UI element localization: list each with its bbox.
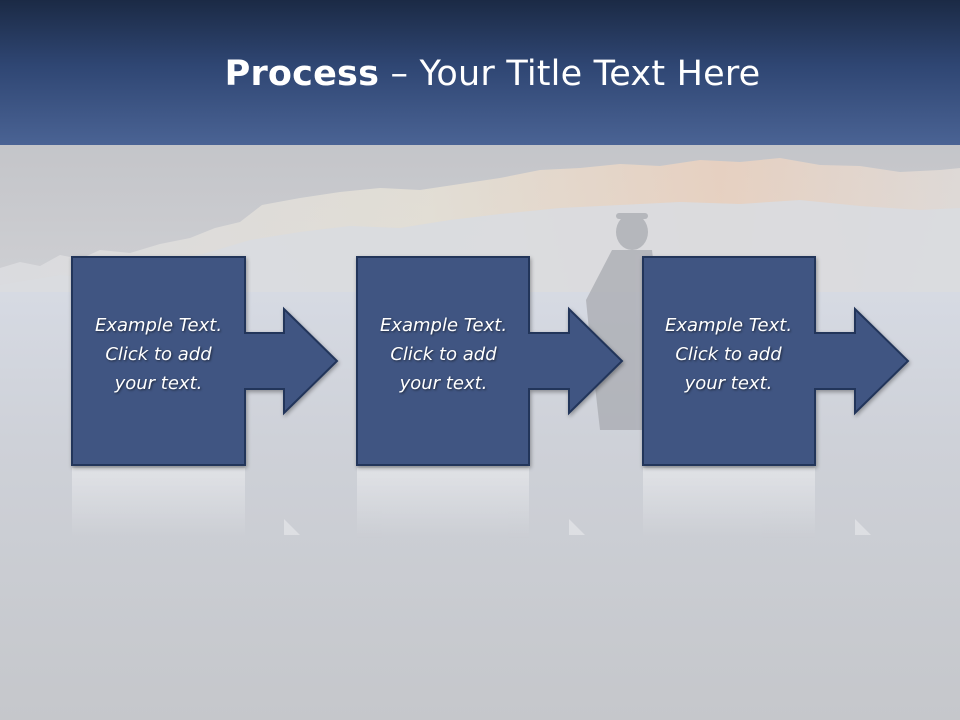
- step-3-arrow-box[interactable]: [642, 256, 910, 466]
- step-2-text[interactable]: Example Text. Click to add your text.: [356, 311, 531, 398]
- step-1-line-2: Click to add: [105, 344, 212, 365]
- step-reflections: [72, 468, 871, 538]
- step-3-line-3: your text.: [684, 373, 773, 394]
- slide-title[interactable]: Process – Your Title Text Here: [0, 52, 960, 96]
- step-1-line-3: your text.: [114, 373, 203, 394]
- step-1-arrow-box[interactable]: [71, 256, 339, 466]
- title-bold-text: Process: [224, 54, 380, 94]
- step-2-line-3: your text.: [399, 373, 488, 394]
- step-1-line-1: Example Text.: [94, 315, 223, 336]
- step-3-line-1: Example Text.: [664, 315, 793, 336]
- step-2-line-2: Click to add: [390, 344, 497, 365]
- step-2-line-1: Example Text.: [379, 315, 508, 336]
- title-rest-text: – Your Title Text Here: [379, 54, 761, 94]
- step-3-line-2: Click to add: [675, 344, 782, 365]
- step-2-arrow-box[interactable]: [356, 256, 624, 466]
- step-1-text[interactable]: Example Text. Click to add your text.: [71, 311, 246, 398]
- step-3-text[interactable]: Example Text. Click to add your text.: [641, 311, 816, 398]
- title-bar: [0, 0, 960, 145]
